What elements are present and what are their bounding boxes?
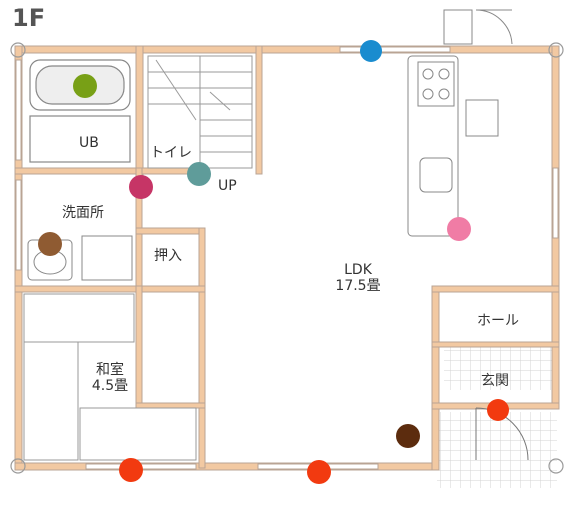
marker-red-entrance xyxy=(487,399,509,421)
marker-red-center xyxy=(307,460,331,484)
ldk-name: LDK xyxy=(344,262,372,278)
markers xyxy=(38,40,509,484)
entrance-door xyxy=(475,407,529,461)
stairs-up-label: UP xyxy=(218,178,237,194)
room-label-entrance: 玄関 xyxy=(481,373,509,389)
marker-brown-dark xyxy=(396,424,420,448)
room-label-washroom: 洗面所 xyxy=(62,205,104,221)
marker-blue xyxy=(360,40,382,62)
kitchen-counter xyxy=(407,55,499,237)
marker-crimson xyxy=(129,175,153,199)
marker-teal xyxy=(187,162,211,186)
washbasin xyxy=(27,235,133,281)
washitsu-name: 和室 xyxy=(96,362,124,378)
washitsu-size: 4.5畳 xyxy=(91,378,129,395)
washitsu-tatami xyxy=(23,293,197,461)
marker-pink xyxy=(447,217,471,241)
marker-green xyxy=(73,74,97,98)
interior-walls xyxy=(14,45,560,469)
porch-tile-floor xyxy=(437,412,557,488)
outside-door xyxy=(443,9,513,45)
room-label-closet: 押入 xyxy=(154,248,182,264)
floor-label: 1F xyxy=(12,4,46,32)
marker-brown-light xyxy=(38,232,62,256)
ldk-size: 17.5畳 xyxy=(335,278,381,295)
column-markers xyxy=(10,42,564,474)
room-label-ub: UB xyxy=(79,135,99,151)
marker-red-left xyxy=(119,458,143,482)
room-label-washitsu: 和室 4.5畳 xyxy=(84,362,136,394)
entrance-tile-floor xyxy=(444,346,556,390)
room-label-toilet: トイレ xyxy=(150,145,192,161)
room-label-hall: ホール xyxy=(477,313,519,329)
room-label-ldk: LDK 17.5畳 xyxy=(326,262,390,294)
staircase xyxy=(147,55,253,169)
